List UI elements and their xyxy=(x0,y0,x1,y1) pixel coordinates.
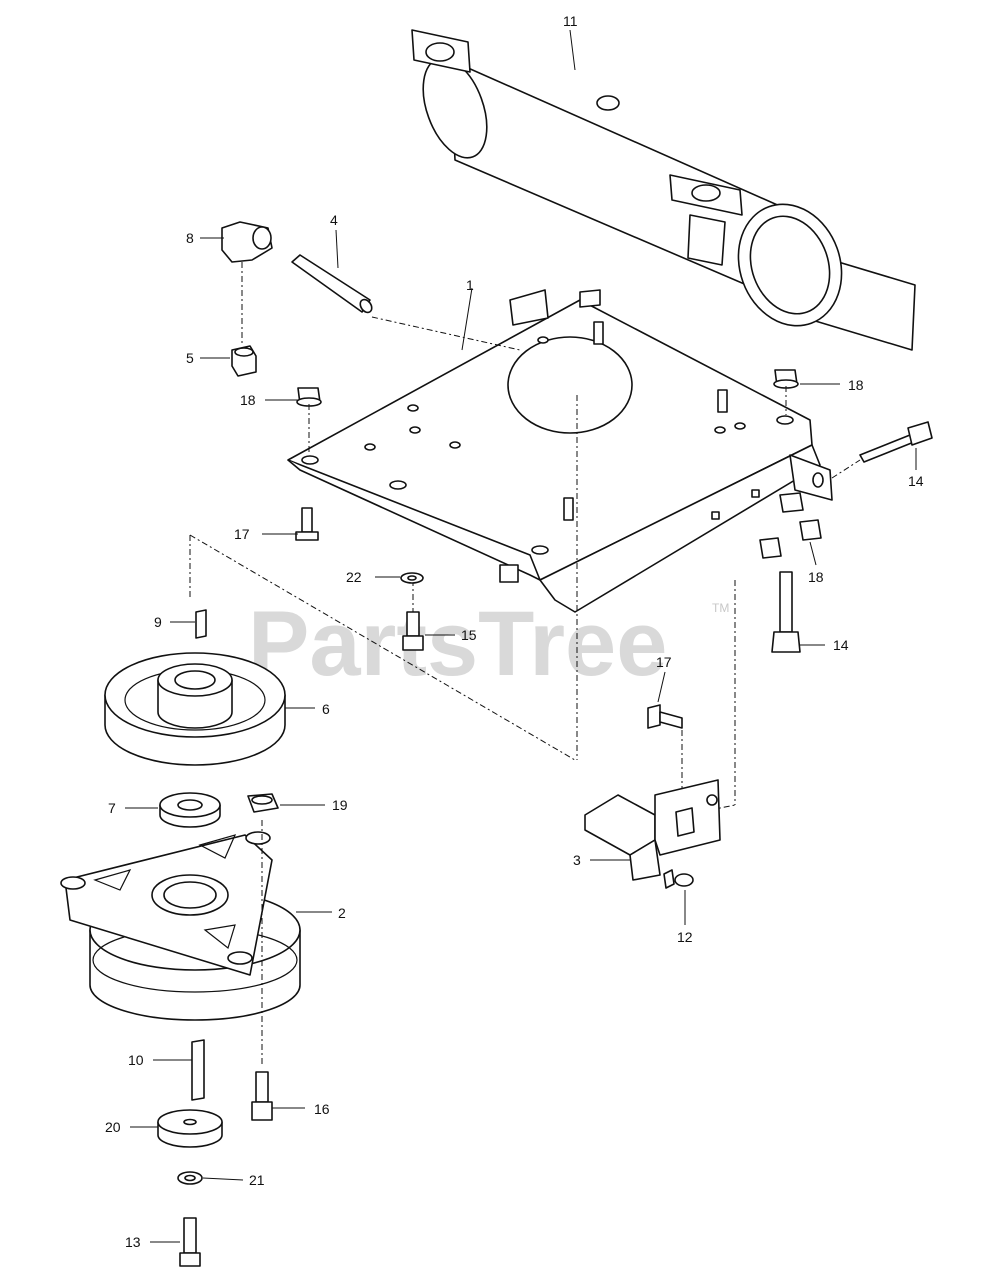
callout-18-lower: 18 xyxy=(808,569,824,585)
callout-3: 3 xyxy=(573,852,581,868)
callout-12: 12 xyxy=(677,929,693,945)
part-bracket[interactable] xyxy=(584,779,721,881)
callout-11: 11 xyxy=(563,13,578,29)
callout-22: 22 xyxy=(346,569,362,585)
callout-6: 6 xyxy=(322,701,330,717)
part-lock-washer-21[interactable] xyxy=(177,1171,203,1185)
part-bolt-17-left[interactable] xyxy=(295,507,319,541)
callout-19: 19 xyxy=(332,797,348,813)
part-key-9[interactable] xyxy=(195,609,207,639)
part-nut-19[interactable] xyxy=(247,793,279,813)
leader-lines xyxy=(125,29,917,1243)
watermark-trademark: TM xyxy=(712,601,729,615)
callout-16: 16 xyxy=(314,1101,330,1117)
part-bolt-14-vertical[interactable] xyxy=(771,571,801,653)
part-washer-7[interactable] xyxy=(159,792,221,828)
part-nut-5[interactable] xyxy=(231,345,257,377)
part-flange-nut-18-lower[interactable] xyxy=(759,492,822,559)
part-pulley[interactable] xyxy=(104,652,286,766)
callout-15: 15 xyxy=(461,627,477,643)
callout-7: 7 xyxy=(108,800,116,816)
callout-17-right: 17 xyxy=(656,654,672,670)
part-engine-plate[interactable] xyxy=(287,289,833,760)
part-bolt-15[interactable] xyxy=(402,611,424,651)
callout-18-right: 18 xyxy=(848,377,864,393)
part-bolt-17-right[interactable] xyxy=(647,704,683,729)
callout-14-horizontal: 14 xyxy=(908,473,924,489)
callout-1: 1 xyxy=(466,277,474,293)
part-bolt-14-horizontal[interactable] xyxy=(831,421,933,479)
callout-labels: 11 4 1 8 5 18 18 14 17 22 18 9 15 14 17 … xyxy=(105,13,924,1250)
watermark: PartsTree TM xyxy=(248,593,729,695)
callout-17-left: 17 xyxy=(234,526,250,542)
part-bolt-16[interactable] xyxy=(251,1071,273,1121)
part-key-10[interactable] xyxy=(191,1039,205,1101)
part-elbow[interactable] xyxy=(221,221,273,345)
part-wire-tie[interactable] xyxy=(663,869,694,889)
part-flange-nut-18-left[interactable] xyxy=(296,387,322,455)
callout-8: 8 xyxy=(186,230,194,246)
callout-18-left: 18 xyxy=(240,392,256,408)
callout-21: 21 xyxy=(249,1172,265,1188)
callout-9: 9 xyxy=(154,614,162,630)
part-washer-20[interactable] xyxy=(157,1109,223,1148)
part-muffler[interactable] xyxy=(411,29,916,351)
part-electric-clutch[interactable] xyxy=(60,820,301,1065)
callout-4: 4 xyxy=(330,212,338,228)
callout-13: 13 xyxy=(125,1234,141,1250)
watermark-text: PartsTree xyxy=(248,593,667,695)
part-washer-22[interactable] xyxy=(400,572,424,584)
callout-10: 10 xyxy=(128,1052,144,1068)
part-bolt-13[interactable] xyxy=(179,1217,201,1267)
callout-2: 2 xyxy=(338,905,346,921)
callout-20: 20 xyxy=(105,1119,121,1135)
part-nipple[interactable] xyxy=(291,254,374,315)
callout-5: 5 xyxy=(186,350,194,366)
callout-14-vertical: 14 xyxy=(833,637,849,653)
part-flange-nut-18-right[interactable] xyxy=(773,369,799,415)
